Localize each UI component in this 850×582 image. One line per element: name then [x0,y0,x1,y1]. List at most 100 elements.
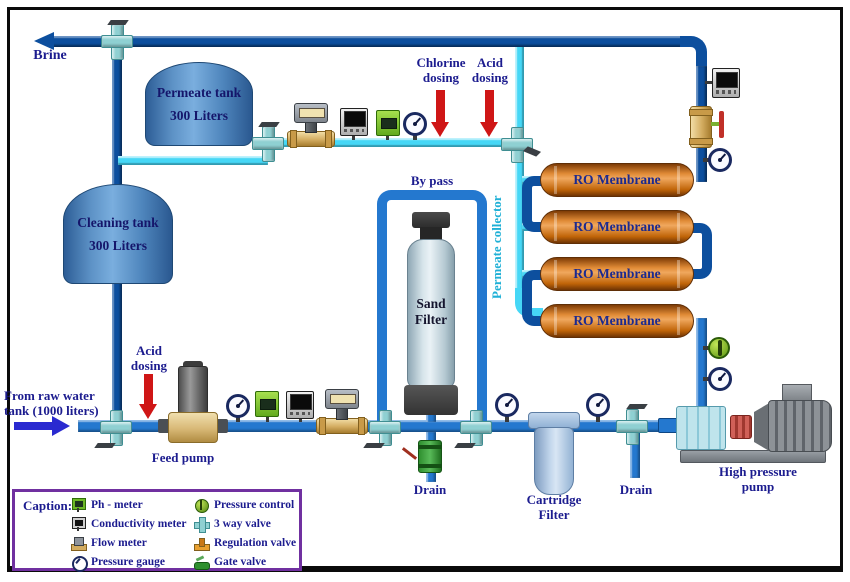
ro-membrane-4-label: RO Membrane [573,313,661,328]
permeate-collector-pipe [515,45,524,292]
valve-handle [258,122,280,127]
ph-meter-feed [255,391,279,417]
caption-box: Caption: Ph - meter Conductivity meter F… [12,489,302,572]
cleaning-tank-name: Cleaning tank [77,214,159,230]
permeate-return-line [118,156,268,165]
brine-label: Brine [33,48,67,63]
legend-item-ph-meter: Ph - meter [70,496,143,514]
pressure-gauge-permeate [403,112,427,136]
pressure-gauge-postfilter [586,393,610,417]
regulation-valve-icon [193,535,210,551]
chlorine-dosing-label: Chlorine dosing [416,55,466,86]
feed-pump-port-left [158,419,170,433]
caption-title: Caption: [23,498,73,513]
sand-filter-label: Sand Filter [414,296,448,327]
hp-pump-body [676,406,726,450]
3-way-valve-icon [193,516,210,533]
cleaning-tank: Cleaning tank 300 Liters [63,184,173,284]
acid-dosing-top-label: Acid dosing [471,55,509,86]
feed-pump-body [168,412,218,443]
cartridge-filter-label: Cartridge Filter [526,492,582,523]
sand-filter-vessel [407,239,455,389]
chlorine-dosing-arrow [431,90,449,137]
conductivity-meter-feed-stem [299,417,302,422]
bypass-label: By pass [410,173,454,188]
raw-water-arrow-head [52,416,70,436]
ro-membrane-4: RO Membrane [540,304,694,338]
sand-filter-cap [412,212,450,228]
diagram-border [7,7,843,572]
hp-motor-cone [754,402,771,452]
flow-meter-permeate [294,103,328,123]
cleaning-tank-capacity: 300 Liters [88,237,148,253]
flow-meter-icon [70,535,87,551]
cartridge-filter-body [534,427,574,495]
three-way-valve-collector [501,127,542,163]
membrane-connector-1-2 [522,176,546,232]
feed-pump-motor-cap [183,361,203,368]
suction-drain-pipe [630,432,640,478]
ph-meter-permeate-stem [386,134,389,140]
tee-valve-bypass-left [363,410,401,448]
permeate-meter-line [280,138,517,147]
legend-item-3-way-valve: 3 way valve [193,515,271,533]
feed-pump-port-right [216,419,228,433]
gate-valve-icon [193,554,210,570]
hp-pump-discharge-pipe [696,318,707,408]
pressure-gauge-feed-stem [236,416,240,422]
drain-suction-label: Drain [619,482,653,497]
tee-valve-bypass-right [454,410,492,448]
hp-pump-coupling [730,415,752,439]
brine-arrow [34,32,54,50]
three-way-valve-raw-water [94,410,132,448]
raw-water-arrow [14,422,52,430]
conductivity-meter-icon [70,516,86,532]
sand-filter-outlet-pipe [426,410,436,422]
legend-item-pressure-control: Pressure control [193,496,294,514]
ph-meter-feed-stem [266,415,269,422]
three-way-valve-permeate-tank [252,122,284,162]
brine-pipe-top [52,36,688,47]
regulation-valve-brine-handle [719,111,724,138]
pressure-gauge-prefilter-stem [505,415,509,422]
acid-dosing-arrow-feed [139,374,157,419]
pressure-gauge-icon [70,554,88,572]
pressure-gauge-brine-stem [703,158,711,162]
bypass-loop-pipe [377,190,487,421]
gate-valve-sand-drain [418,440,442,473]
legend-item-gate-valve: Gate valve [193,553,266,571]
regulation-valve-brine [689,106,713,148]
legend-item-pressure-gauge: Pressure gauge [70,553,165,572]
pressure-gauge-brine [708,148,732,172]
pressure-gauge-permeate-stem [413,134,417,140]
sand-filter-neck [420,227,442,241]
conductivity-meter-brine-stem [705,81,714,84]
conductivity-meter-permeate [340,108,368,136]
hp-motor-body [768,400,832,452]
legend-item-conductivity-meter: Conductivity meter [70,515,187,533]
hp-pump-inlet [658,418,678,433]
pressure-gauge-postfilter-stem [596,415,600,422]
ro-membrane-1-label: RO Membrane [573,172,661,187]
permeate-tank: Permeate tank 300 Liters [145,62,253,146]
valve-handle [94,443,116,448]
pressure-gauge-discharge [708,367,732,391]
valve-handle [454,443,476,448]
acid-dosing-feed-label: Acid dosing [130,343,168,374]
ph-meter-icon [70,497,86,513]
from-raw-water-label: From raw water tank (1000 liters) [4,388,99,419]
conductivity-meter-brine [712,68,740,98]
tee-valve-suction-drain [616,404,648,445]
three-way-valve-brine-top [101,20,133,60]
feed-pump-label: Feed pump [151,450,215,465]
high-pressure-pump-label: High pressure pump [719,464,797,495]
acid-dosing-arrow-top [480,90,498,137]
ro-membrane-3-label: RO Membrane [573,266,661,281]
valve-handle [107,20,129,25]
pressure-gauge-prefilter [495,393,519,417]
pressure-control-stem [703,346,711,350]
ro-membrane-3: RO Membrane [540,257,694,291]
membrane-connector-3-4 [522,270,546,326]
brine-elbow [680,36,707,69]
